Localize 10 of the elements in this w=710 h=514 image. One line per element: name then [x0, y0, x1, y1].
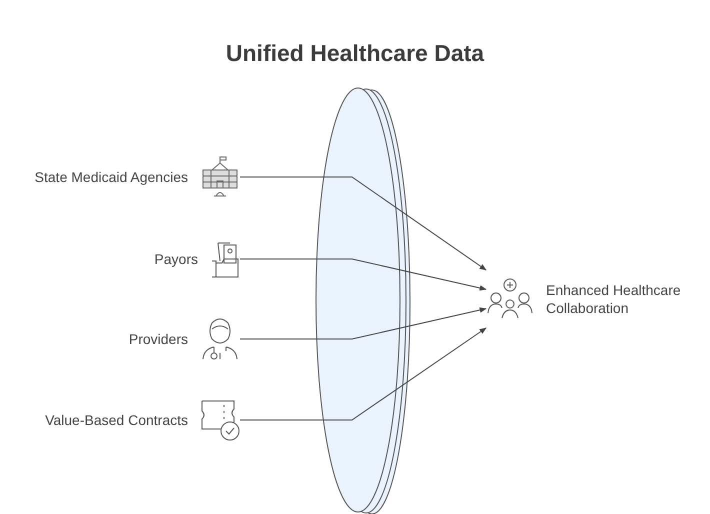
arrow	[240, 328, 487, 420]
node-label: Providers	[128, 330, 188, 348]
arrow	[240, 176, 487, 270]
node-label: Payors	[154, 250, 198, 268]
node-label: Value-Based Contracts	[45, 411, 188, 429]
arrow	[240, 258, 487, 291]
node-label: State Medicaid Agencies	[34, 168, 188, 186]
title: Unified Healthcare Data	[224, 40, 486, 67]
node-label: Enhanced Healthcare Collaboration	[546, 281, 682, 317]
arrow	[240, 307, 487, 340]
